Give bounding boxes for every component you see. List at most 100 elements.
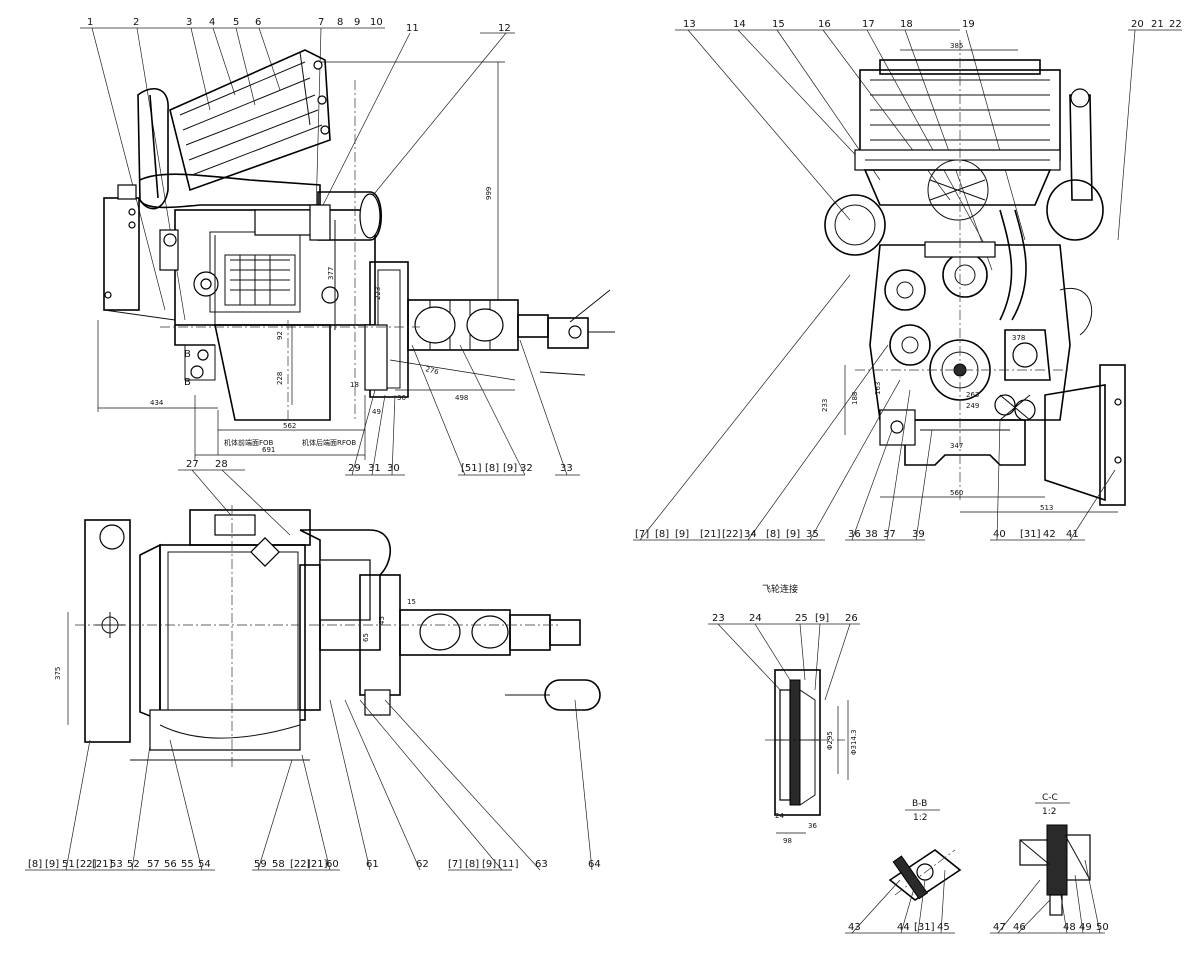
callout-15: 15 [772, 19, 785, 30]
callout-t8b-box: [8] [465, 859, 479, 870]
callout-21: 21 [1151, 19, 1164, 30]
callout-t7-box: [7] [448, 859, 462, 870]
callout-f9-box: [9] [815, 613, 829, 624]
callout-r21-box: [21] [700, 529, 721, 540]
section-marker-b-top: B [184, 349, 191, 360]
dim-phi295: Φ295 [826, 731, 834, 750]
callout-r22-box: [22] [722, 529, 743, 540]
callout-17: 17 [862, 19, 875, 30]
dim-347: 347 [950, 442, 963, 450]
callout-38: 38 [865, 529, 878, 540]
callout-25: 25 [795, 613, 808, 624]
callout-16: 16 [818, 19, 831, 30]
callout-t22-box: [22] [76, 859, 97, 870]
dim-385: 385 [950, 42, 963, 50]
callout-35: 35 [806, 529, 819, 540]
flywheel-title: 飞轮连接 [762, 583, 798, 595]
callout-r8b-box: [8] [766, 529, 780, 540]
section-cc-title: C-C [1042, 793, 1058, 803]
flywheel-detail: 飞轮连接 23 24 25 [9] 26 Φ295 Φ314.3 98 36 2… [708, 583, 860, 845]
dim-691: 691 [262, 446, 275, 454]
callout-42: 42 [1043, 529, 1056, 540]
callout-61: 61 [366, 859, 379, 870]
callout-53: 53 [110, 859, 123, 870]
callout-32: 32 [520, 463, 533, 474]
callout-t21b-box: [21] [307, 859, 328, 870]
section-bb: B-B 1:2 43 44 [31] 45 [845, 799, 962, 934]
dim-375: 375 [54, 667, 62, 680]
section-bb-title: B-B [912, 799, 927, 809]
callout-12: 12 [498, 23, 511, 34]
dim-36-fly: 36 [808, 822, 817, 830]
callout-14: 14 [733, 19, 746, 30]
callout-3: 3 [186, 17, 192, 28]
dim-98: 98 [783, 837, 792, 845]
callout-r7-box: [7] [635, 529, 649, 540]
callout-54: 54 [198, 859, 211, 870]
callout-40-box: 40 [993, 529, 1006, 540]
callout-9-box: [9] [503, 463, 517, 474]
callout-31-bb-box: [31] [914, 922, 935, 933]
callout-55: 55 [181, 859, 194, 870]
dim-228: 228 [276, 372, 284, 385]
dim-45: 45 [378, 616, 386, 625]
callout-62: 62 [416, 859, 429, 870]
dim-18: 18 [350, 381, 359, 389]
note-fob: 机体前端面FOB [224, 438, 274, 447]
callout-1: 1 [87, 17, 93, 28]
callout-33: 33 [560, 463, 573, 474]
callout-r8-box: [8] [655, 529, 669, 540]
callout-10: 10 [370, 17, 383, 28]
callout-28: 28 [215, 459, 228, 470]
dim-263: 263 [966, 391, 979, 399]
callout-7: 7 [318, 17, 324, 28]
callout-18: 18 [900, 19, 913, 30]
callout-57: 57 [147, 859, 160, 870]
dim-65: 65 [362, 633, 370, 642]
dim-36: 36 [397, 394, 406, 402]
dim-249: 249 [966, 402, 979, 410]
dim-15: 15 [407, 598, 416, 606]
section-bb-scale: 1:2 [913, 813, 927, 823]
callout-44: 44 [897, 922, 910, 933]
callout-8-box: [8] [485, 463, 499, 474]
callout-51-box: [51] [461, 463, 482, 474]
callout-31-box: [31] [1020, 529, 1041, 540]
callout-r9-box: [9] [675, 529, 689, 540]
dim-434: 434 [150, 399, 164, 407]
dim-223: 223 [374, 287, 382, 300]
top-view: 27 28 375 15 65 45 [25, 459, 601, 871]
callout-49: 49 [1079, 922, 1092, 933]
callout-56: 56 [164, 859, 177, 870]
dim-188: 188 [851, 392, 859, 405]
callout-45: 45 [937, 922, 950, 933]
callout-58: 58 [272, 859, 285, 870]
section-cc-scale: 1:2 [1042, 807, 1056, 817]
callout-41: 41 [1066, 529, 1079, 540]
callout-t9-box: [9] [45, 859, 59, 870]
callout-30: 30 [387, 463, 400, 474]
section-marker-b-bottom: B [184, 377, 191, 388]
dim-498: 498 [455, 394, 468, 402]
callout-59: 59 [254, 859, 267, 870]
dim-560: 560 [950, 489, 963, 497]
callout-51: 51 [62, 859, 75, 870]
callout-34: 34 [744, 529, 757, 540]
dim-276: 276 [424, 365, 440, 376]
callout-43: 43 [848, 922, 861, 933]
callout-8: 8 [337, 17, 343, 28]
callout-64: 64 [588, 859, 601, 870]
callout-52: 52 [127, 859, 140, 870]
callout-39: 39 [912, 529, 925, 540]
callout-13: 13 [683, 19, 696, 30]
dim-999: 999 [485, 187, 493, 200]
callout-r9b-box: [9] [786, 529, 800, 540]
dim-163: 163 [874, 382, 882, 395]
callout-20: 20 [1131, 19, 1144, 30]
callout-t21-box: [21] [92, 859, 113, 870]
callout-2: 2 [133, 17, 139, 28]
section-cc: C-C 1:2 47 46 48 49 50 [990, 793, 1109, 934]
right-view: 13 14 15 16 17 18 19 20 21 22 385 [633, 19, 1182, 541]
callout-63: 63 [535, 859, 548, 870]
